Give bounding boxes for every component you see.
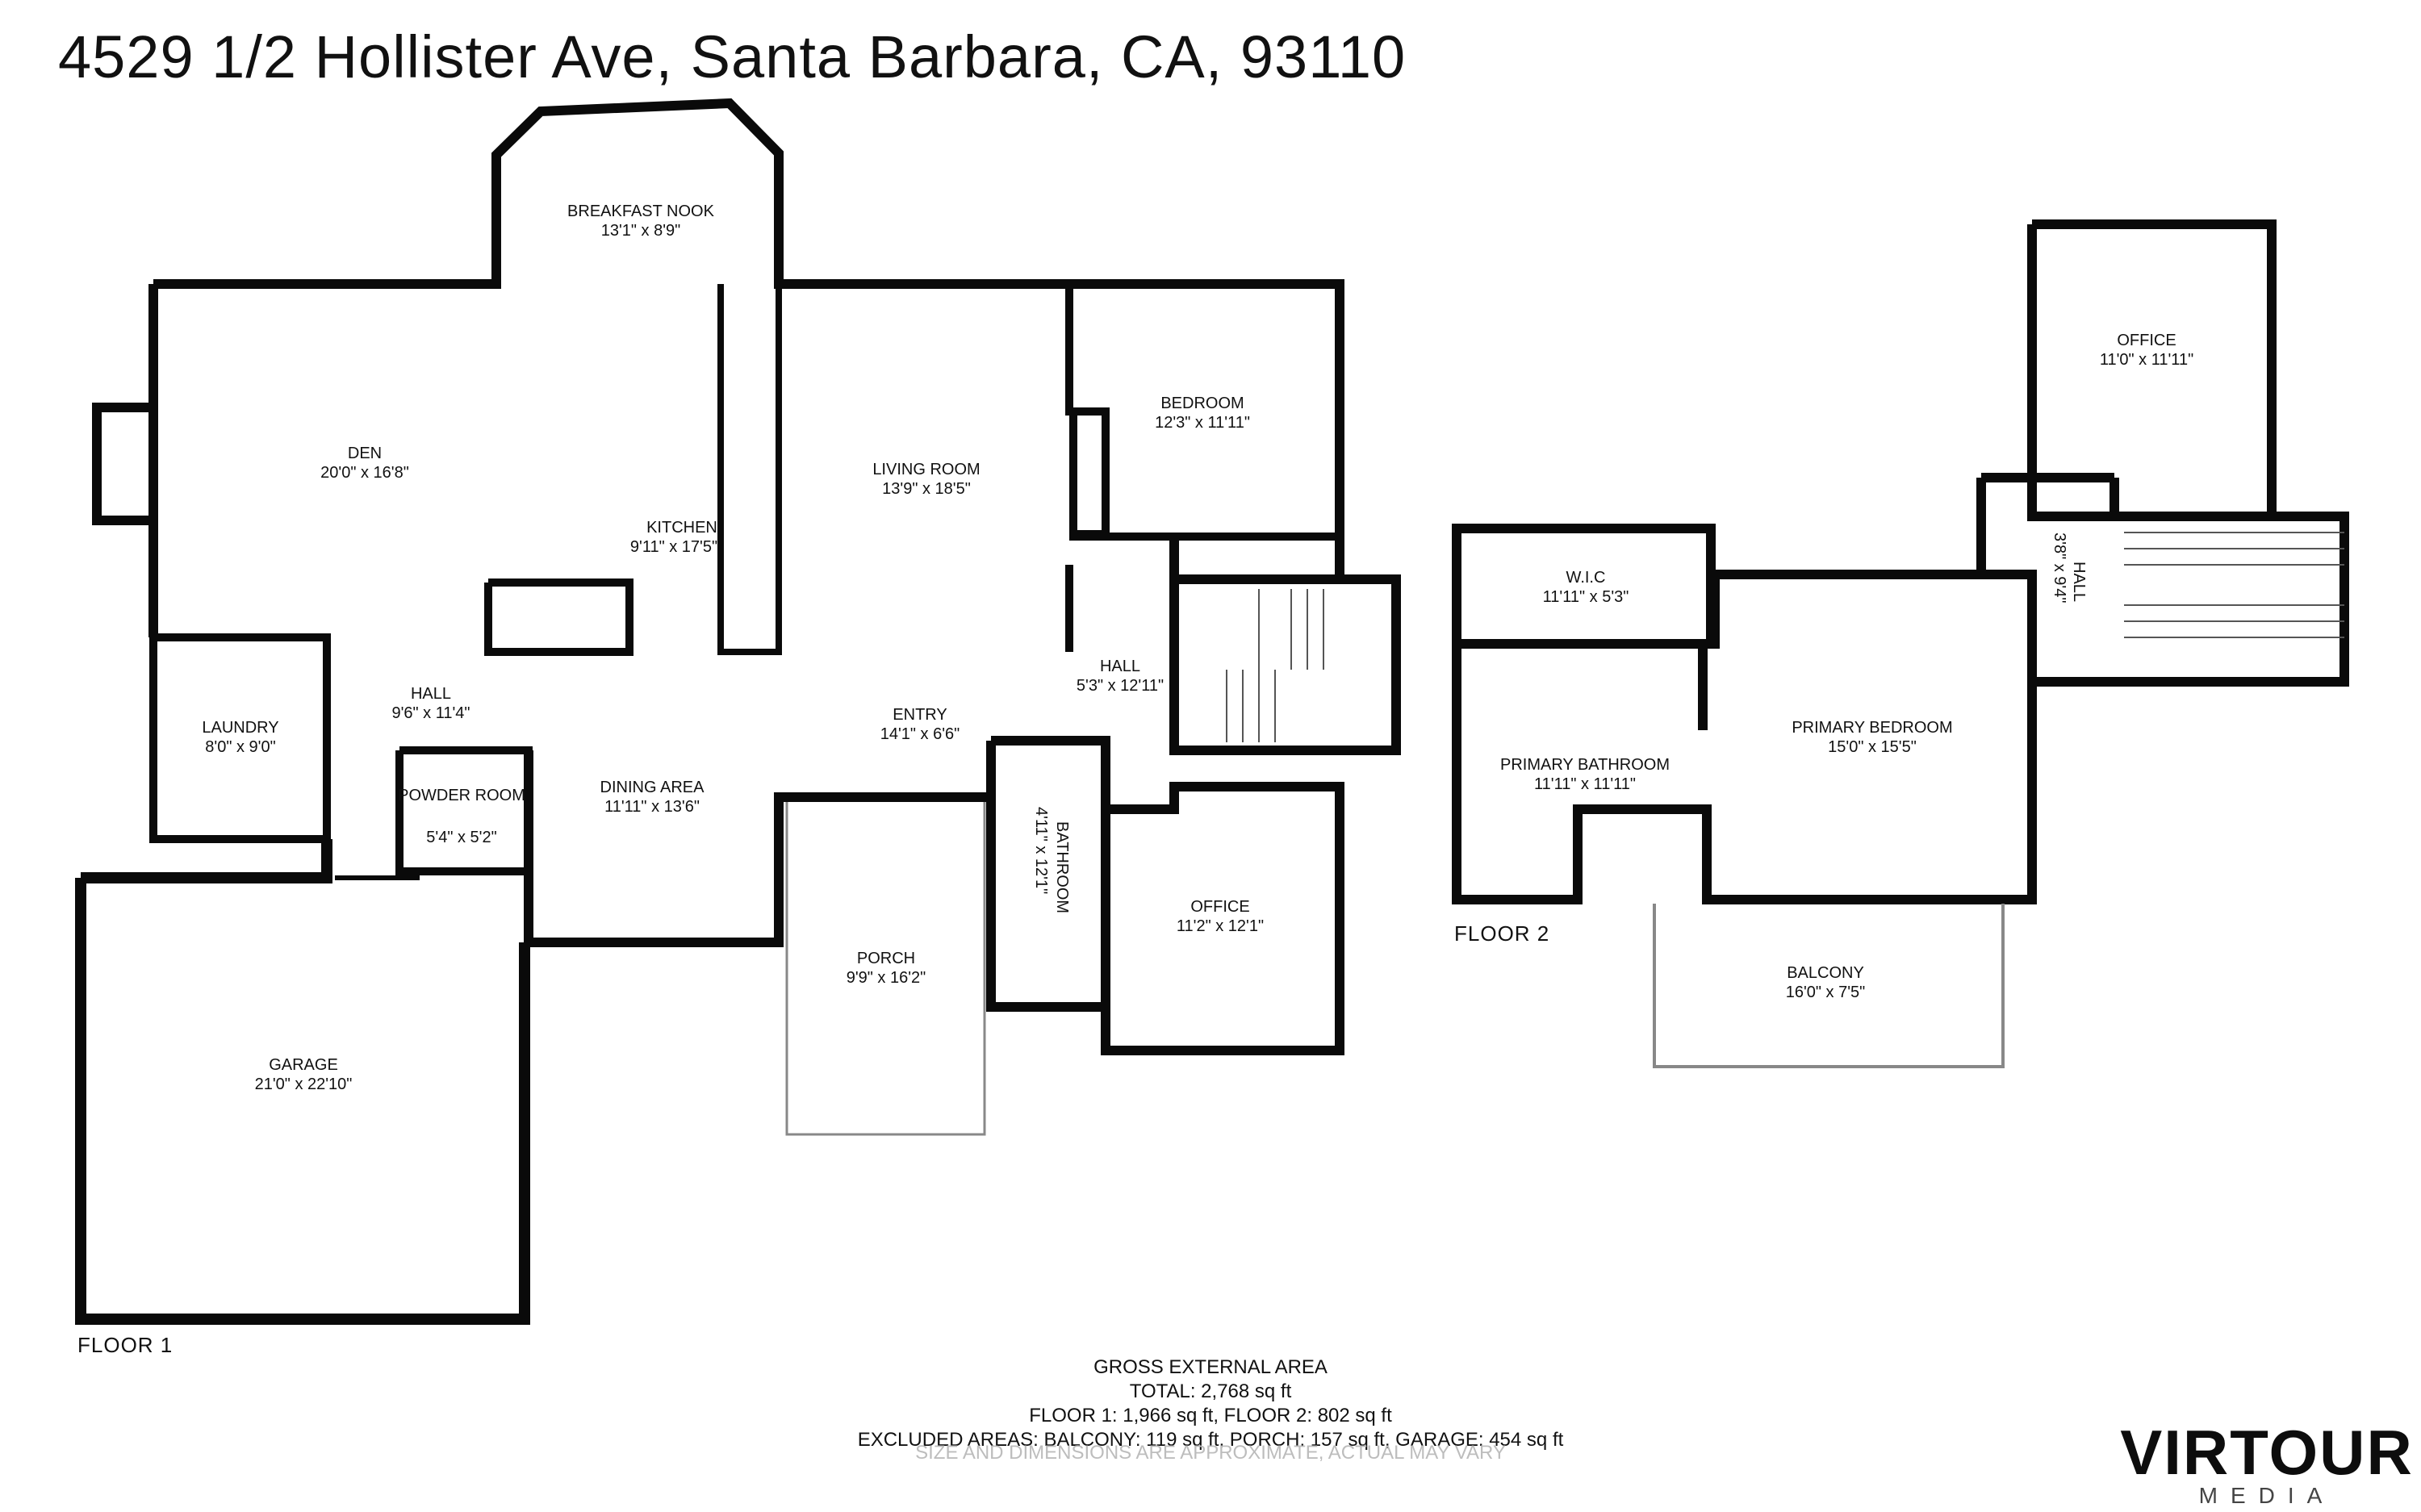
room-garage-dims: 21'0" x 22'10" [255, 1076, 353, 1093]
gross-area-summary: GROSS EXTERNAL AREA TOTAL: 2,768 sq ft F… [807, 1355, 1614, 1465]
room-breakfast-nook-name: BREAKFAST NOOK [567, 203, 715, 220]
brand-logo: VIRTOUR MEDIA [2118, 1420, 2416, 1509]
brand-name: VIRTOUR [2120, 1417, 2414, 1488]
room-hall-2-dims: 9'6" x 11'4" [391, 704, 470, 722]
area-disclaimer: SIZE AND DIMENSIONS ARE APPROXIMATE, ACT… [915, 1442, 1506, 1464]
floor1-label: FLOOR 1 [77, 1333, 174, 1357]
area-total: TOTAL: 2,768 sq ft [1129, 1380, 1292, 1402]
room-primary-bathroom-name: PRIMARY BATHROOM [1500, 756, 1670, 774]
room-garage-name: GARAGE [269, 1056, 338, 1074]
room-wic-name: W.I.C [1566, 569, 1606, 587]
room-porch-name: PORCH [857, 950, 915, 967]
room-porch-dims: 9'9" x 16'2" [847, 969, 926, 987]
room-laundry-name: LAUNDRY [202, 719, 278, 737]
room-primary-bathroom-dims: 11'11" x 11'11" [1534, 775, 1636, 793]
room-den-dims: 20'0" x 16'8" [320, 464, 409, 482]
room-powder-room-dims: 5'4" x 5'2" [426, 829, 496, 846]
room-bathroom-name: BATHROOM [1053, 821, 1071, 913]
room-office-1-name: OFFICE [1190, 898, 1249, 916]
room-hall-3-dims: 3'8" x 9'4" [2051, 533, 2068, 603]
area-floors: FLOOR 1: 1,966 sq ft, FLOOR 2: 802 sq ft [1029, 1405, 1392, 1426]
room-hall-3-name: HALL [2070, 562, 2088, 602]
room-bedroom-name: BEDROOM [1160, 395, 1244, 412]
room-office-1-dims: 11'2" x 12'1" [1177, 917, 1264, 935]
room-balcony-name: BALCONY [1787, 964, 1864, 982]
room-office-2-name: OFFICE [2117, 332, 2176, 349]
room-dining-area-name: DINING AREA [600, 779, 705, 796]
room-living-room-dims: 13'9" x 18'5" [882, 480, 971, 498]
room-laundry-dims: 8'0" x 9'0" [205, 738, 275, 756]
room-hall-1-dims: 5'3" x 12'11" [1077, 677, 1164, 695]
room-kitchen-dims: 9'11" x 17'5" [630, 538, 717, 556]
room-hall-1-name: HALL [1100, 658, 1140, 675]
room-powder-room-name: POWDER ROOM [398, 787, 525, 804]
room-primary-bedroom-name: PRIMARY BEDROOM [1792, 719, 1952, 737]
floor1-walls [75, 98, 1401, 1325]
room-primary-bedroom-dims: 15'0" x 15'5" [1828, 738, 1917, 756]
room-bedroom-dims: 12'3" x 11'11" [1155, 414, 1250, 432]
room-kitchen-name: KITCHEN [646, 519, 717, 537]
room-balcony-dims: 16'0" x 7'5" [1786, 984, 1866, 1001]
room-wic-dims: 11'11" x 5'3" [1543, 588, 1629, 606]
area-excluded: EXCLUDED AREAS: BALCONY: 119 sq ft, PORC… [857, 1429, 1564, 1451]
room-bathroom-dims: 4'11" x 12'1" [1032, 807, 1050, 894]
room-breakfast-nook-dims: 13'1" x 8'9" [601, 222, 681, 240]
property-address-title: 4529 1/2 Hollister Ave, Santa Barbara, C… [58, 23, 1407, 90]
room-office-2-dims: 11'0" x 11'11" [2100, 351, 2193, 369]
room-entry-name: ENTRY [893, 706, 947, 724]
floor2-walls [1452, 219, 2349, 1068]
area-heading: GROSS EXTERNAL AREA [1093, 1356, 1328, 1378]
brand-sub: MEDIA [2198, 1483, 2335, 1508]
room-dining-area-dims: 11'11" x 13'6" [604, 798, 700, 816]
floor2-label: FLOOR 2 [1454, 921, 1550, 946]
room-living-room-name: LIVING ROOM [872, 461, 980, 478]
room-hall-2-name: HALL [411, 685, 451, 703]
room-entry-dims: 14'1" x 6'6" [880, 725, 960, 743]
stairs-lines [1226, 532, 2344, 742]
room-den-name: DEN [348, 445, 382, 462]
